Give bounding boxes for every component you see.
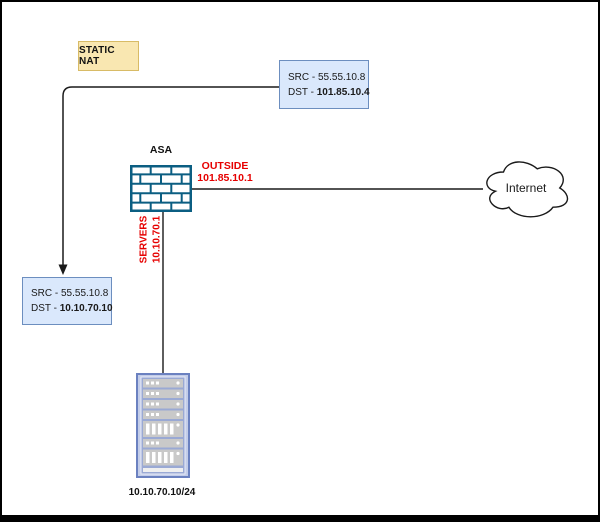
server-rack-icon bbox=[136, 373, 190, 478]
firewall-icon bbox=[130, 165, 192, 212]
interface-ip: 10.10.70.1 bbox=[151, 215, 163, 264]
nat-translation-arrow bbox=[58, 86, 279, 275]
packet-src: SRC - 55.55.10.8 bbox=[288, 71, 366, 83]
bottom-edge-bar bbox=[2, 515, 598, 522]
outside-interface-label: OUTSIDE 101.85.10.1 bbox=[188, 160, 262, 184]
packet-label-inside: SRC - 55.55.10.8 DST - 10.10.70.10 bbox=[22, 277, 113, 325]
packet-src: SRC - 55.55.10.8 bbox=[31, 288, 109, 299]
packet-label-outside: SRC - 55.55.10.8 DST - 101.85.10.4 bbox=[279, 60, 370, 109]
internet-cloud-icon bbox=[486, 161, 569, 218]
server-subnet-label: 10.10.70.10/24 bbox=[128, 487, 196, 498]
interface-name: SERVERS bbox=[138, 215, 150, 264]
interface-ip: 101.85.10.1 bbox=[197, 172, 253, 184]
interface-name: OUTSIDE bbox=[201, 160, 249, 172]
static-nat-note: STATIC NAT bbox=[78, 41, 139, 71]
asa-label: ASA bbox=[149, 144, 173, 156]
internet-label: Internet bbox=[505, 181, 547, 195]
packet-dst: DST - 10.10.70.10 bbox=[31, 303, 113, 314]
packet-dst: DST - 101.85.10.4 bbox=[288, 86, 370, 98]
servers-interface-label: SERVERS 10.10.70.1 bbox=[138, 212, 165, 268]
